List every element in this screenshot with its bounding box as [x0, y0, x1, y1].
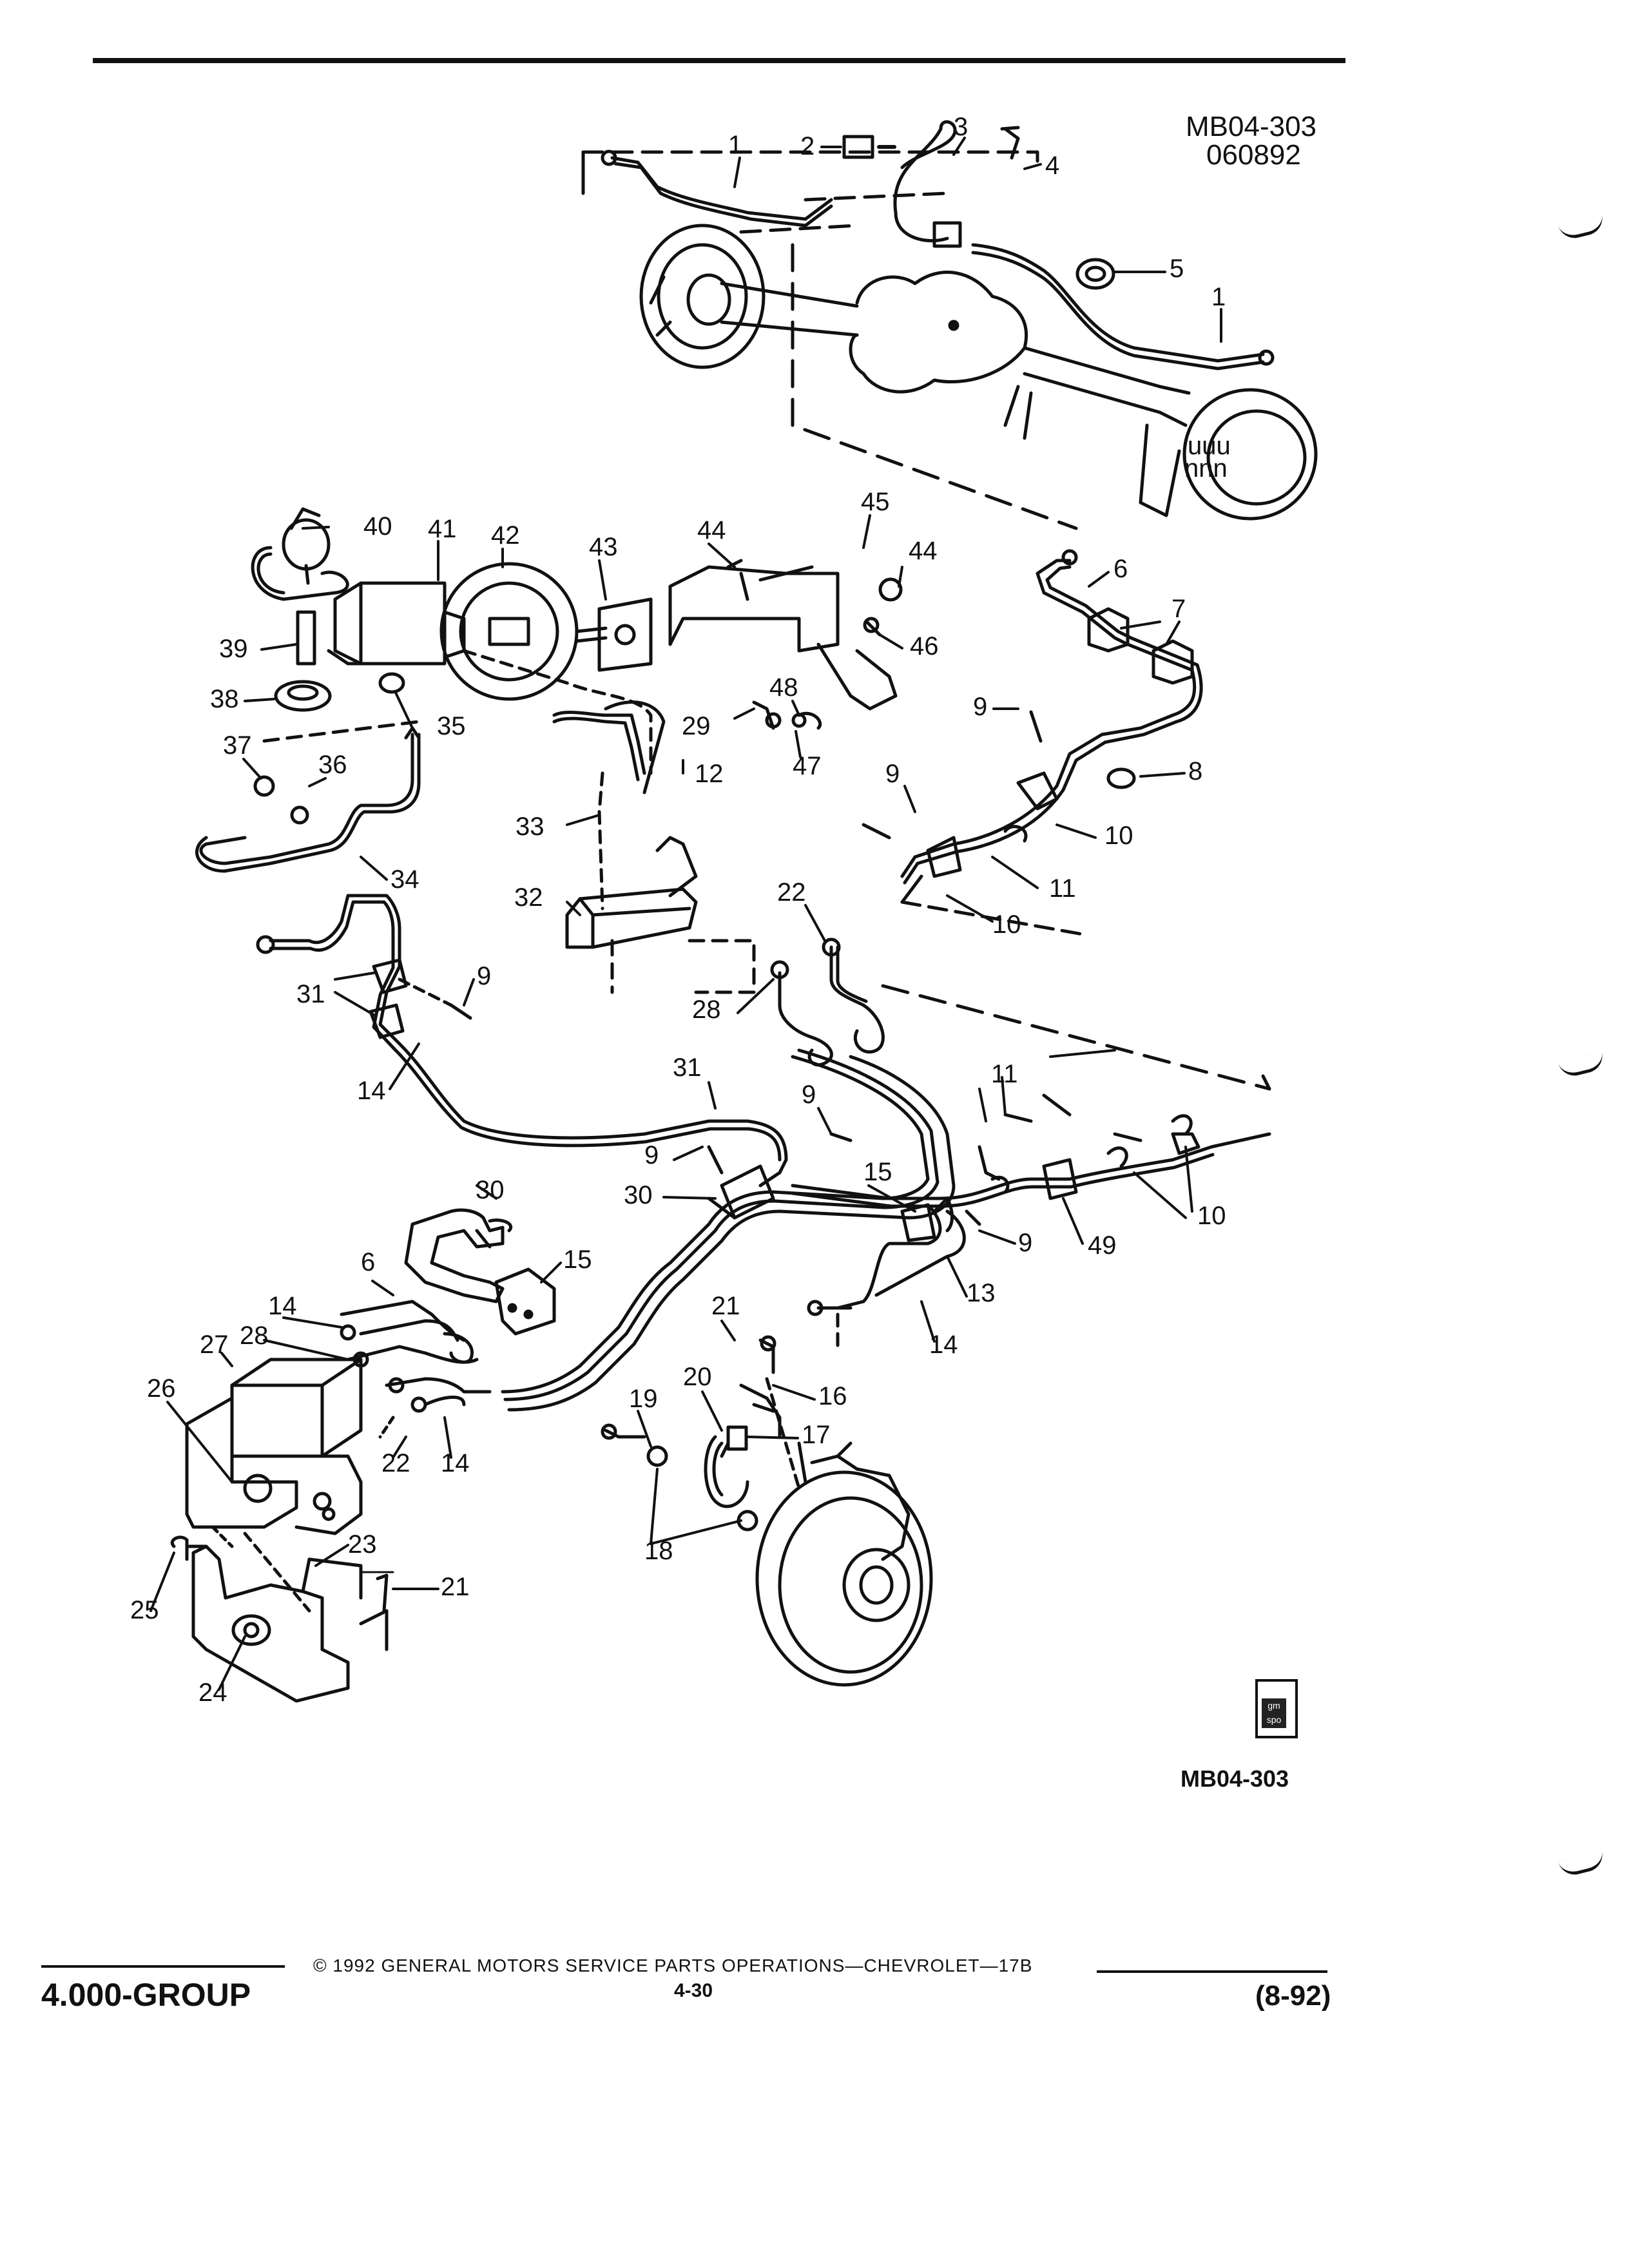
callout-label: 7	[1171, 595, 1186, 623]
callout-label: 34	[390, 865, 419, 894]
callout-label: 40	[363, 512, 392, 541]
tee-block	[932, 221, 962, 248]
callout-label: 1	[1211, 283, 1226, 311]
callout-labels: 1 2 3 4 5 1 6 7 8 9 9 10 10 11 12 33 32 …	[130, 113, 1226, 1707]
callout-label: 33	[516, 812, 545, 841]
callout-label: 9	[1018, 1229, 1032, 1257]
leader-lines	[149, 137, 1222, 1691]
callout-label: 37	[223, 731, 252, 760]
callout-label: 10	[1104, 822, 1133, 850]
callout-label: 6	[1113, 555, 1128, 583]
illustration-code: MB04-303	[1186, 111, 1317, 142]
callout-label: 14	[357, 1077, 386, 1105]
callout-label: 28	[240, 1321, 269, 1350]
callout-label: 46	[910, 632, 939, 660]
callout-label: 44	[697, 516, 726, 544]
callout-label: 31	[296, 980, 325, 1008]
callout-label: 30	[476, 1176, 505, 1204]
footer-rule-left	[41, 1965, 285, 1968]
callout-label: 47	[793, 752, 822, 780]
callout-label: 30	[624, 1181, 653, 1209]
callout-label: 39	[219, 635, 248, 663]
callout-label: 22	[777, 878, 806, 907]
mounting-brackets	[404, 1208, 556, 1336]
callout-label: 49	[1088, 1231, 1117, 1260]
callout-label: 23	[348, 1530, 377, 1559]
bolt-icon	[1000, 126, 1020, 160]
callout-label: 20	[683, 1363, 712, 1391]
callout-label: 42	[491, 521, 520, 550]
rear-brake-hose-right	[971, 243, 1275, 370]
top-rule	[93, 58, 1345, 63]
callout-label: 32	[514, 883, 543, 912]
callout-label: 3	[954, 113, 968, 141]
callout-label: 9	[644, 1141, 659, 1169]
callout-label: 4	[1045, 151, 1059, 180]
callout-label: 10	[992, 910, 1021, 939]
callout-label: 14	[268, 1292, 297, 1320]
callout-label: 17	[802, 1421, 831, 1449]
callout-label: 13	[967, 1279, 996, 1307]
callout-label: 41	[428, 515, 457, 543]
rear-brake-hose-left	[601, 149, 833, 227]
gm-spo-stamp: gm spo	[1255, 1679, 1298, 1738]
callout-label: 11	[991, 1060, 1018, 1088]
callout-label: 9	[802, 1081, 816, 1109]
callout-label: 21	[441, 1573, 470, 1601]
hose-connector-part	[842, 135, 874, 159]
clip-part	[1075, 258, 1115, 290]
callout-label: 14	[441, 1449, 470, 1477]
callout-label: 36	[318, 751, 347, 779]
callout-label: 28	[692, 995, 721, 1024]
callout-label: 2	[800, 132, 815, 160]
callout-label: 19	[629, 1385, 658, 1413]
callout-label: 14	[929, 1331, 958, 1359]
chassis-brake-lines-right	[862, 549, 1203, 936]
callout-label: 15	[863, 1158, 892, 1186]
callout-label: 43	[589, 533, 618, 561]
callout-label: 10	[1197, 1202, 1226, 1230]
stamp-text: gm spo	[1262, 1698, 1286, 1728]
svg-text:nnn: nnn	[1184, 454, 1228, 483]
callout-label: 5	[1170, 255, 1184, 283]
callout-label: 29	[682, 712, 711, 740]
callout-label: 35	[437, 712, 466, 740]
footer-copyright: © 1992 GENERAL MOTORS SERVICE PARTS OPER…	[313, 1956, 1033, 1975]
figure-caption-code: MB04-303	[1181, 1765, 1289, 1792]
footer-rule-right	[1097, 1970, 1327, 1973]
callout-label: 9	[477, 962, 491, 990]
front-brake-lines	[256, 894, 1271, 1412]
callout-label: 15	[563, 1245, 592, 1274]
callout-label: 45	[861, 488, 890, 516]
date-code: 060892	[1206, 139, 1301, 171]
callout-label: 26	[147, 1374, 176, 1403]
callout-label: 9	[973, 693, 987, 721]
rear-axle-assembly: nnn uuu	[581, 150, 1318, 530]
callout-label: 9	[885, 760, 900, 788]
callout-label: 44	[909, 537, 938, 565]
callout-label: 1	[728, 131, 742, 159]
abs-modulator-valve	[171, 1300, 492, 1703]
footer-date: (8-92)	[1255, 1980, 1331, 2012]
callout-label: 21	[711, 1292, 740, 1320]
svg-text:uuu: uuu	[1188, 432, 1231, 460]
callout-label: 38	[210, 685, 239, 713]
callout-label: 11	[1049, 874, 1076, 903]
callout-label: 48	[769, 673, 798, 702]
tee-brake-line	[893, 120, 957, 243]
footer-page-number: 4-30	[674, 1980, 713, 2001]
callout-label: 31	[673, 1053, 702, 1082]
callout-label: 8	[1188, 757, 1202, 785]
front-rotor-hose-assembly	[601, 1335, 933, 1687]
callout-label: 6	[361, 1248, 375, 1276]
master-cylinder-booster-group	[195, 507, 903, 949]
callout-label: 12	[695, 760, 724, 788]
callout-label: 16	[818, 1382, 847, 1410]
footer-group: 4.000-GROUP	[41, 1977, 251, 2013]
